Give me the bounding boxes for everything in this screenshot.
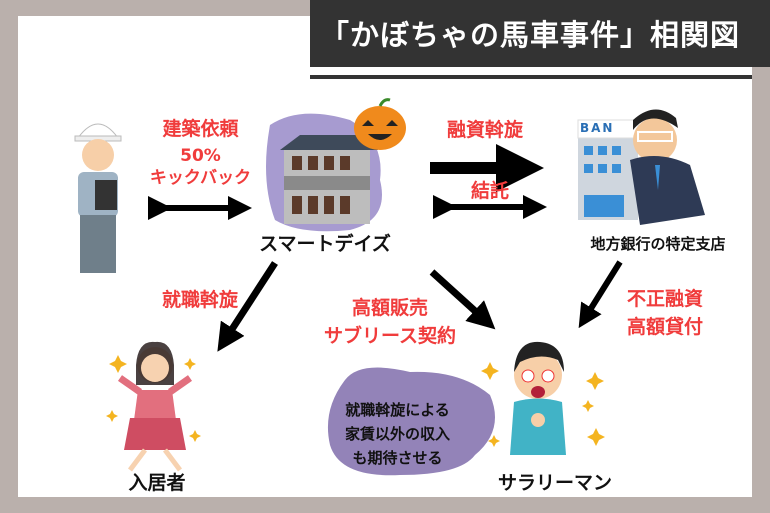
label-high-lending: 高額貸付: [626, 316, 703, 338]
arrow-bank-salaryman: [578, 260, 623, 329]
node-label-salaryman: サラリーマン: [497, 472, 612, 494]
node-label-tenant: 入居者: [128, 472, 186, 494]
label-loan-mediation: 融資斡旋: [446, 119, 523, 141]
note-line: も期待させる: [352, 449, 443, 467]
note-line: 就職斡旋による: [345, 401, 450, 419]
node-label-bank: 地方銀行の特定支店: [590, 235, 726, 253]
sparkles-decoration: [106, 355, 605, 447]
arrow-smartdays-salaryman: [429, 269, 496, 330]
note-blob: [327, 367, 495, 476]
label-collusion: 結託: [470, 180, 509, 202]
note-line: 家賃以外の収入: [344, 425, 450, 443]
bank-sign: BAN: [580, 121, 615, 135]
happy-woman-icon: [117, 341, 193, 472]
label-illegal-loan: 不正融資: [626, 288, 703, 310]
label-job-placement: 就職斡旋: [161, 289, 238, 311]
yen-eyes-man-icon: [510, 341, 566, 455]
title-underline: [310, 75, 752, 79]
bank-banker-icon: [577, 109, 705, 225]
label-kickback-percent: 50%: [180, 146, 221, 166]
arrow-smartdays-tenant: [217, 261, 278, 352]
note-text: 就職斡旋による 家賃以外の収入 も期待させる: [330, 398, 465, 470]
label-kickback: キックバック: [149, 168, 252, 188]
label-high-price-sale: 高額販売: [351, 297, 428, 319]
node-label-smartdays: スマートデイズ: [259, 233, 391, 255]
haunted-apartment-pumpkin-icon: [266, 98, 406, 232]
label-sublease-contract: サブリース契約: [323, 325, 457, 347]
page-title: 「かぼちゃの馬車事件」相関図: [320, 18, 741, 52]
title-bar: [310, 0, 770, 67]
construction-worker-icon: [74, 123, 122, 273]
label-construction-request: 建築依頼: [162, 118, 239, 140]
